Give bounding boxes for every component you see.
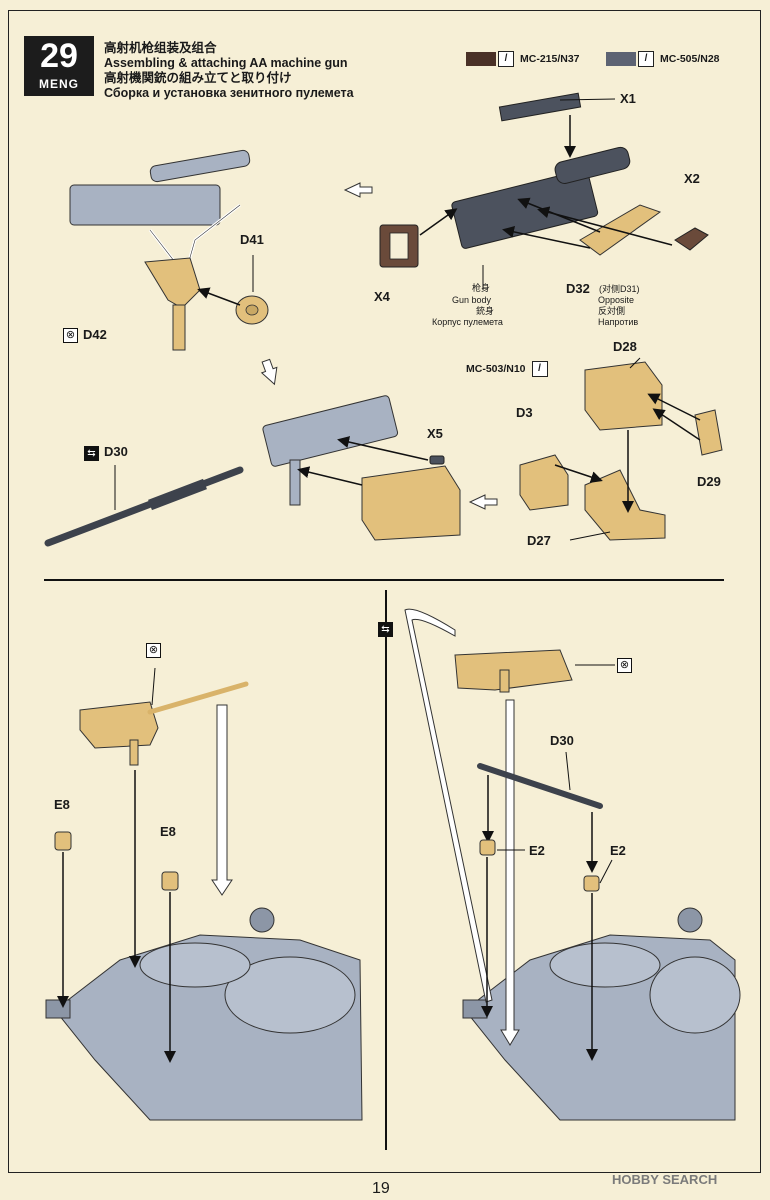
part-d30-right bbox=[477, 763, 603, 809]
turret-right bbox=[462, 907, 741, 1121]
gun-body-en: Gun body bbox=[452, 295, 492, 305]
tan-gun-left bbox=[79, 681, 249, 766]
label-e8-b: E8 bbox=[160, 824, 176, 839]
gun-body-jp: 銃身 bbox=[476, 306, 495, 316]
brand-logo: MENG bbox=[39, 77, 79, 91]
paint-code: MC-503/N10 bbox=[466, 363, 526, 375]
part-x2 bbox=[674, 227, 709, 251]
part-e2-b bbox=[583, 875, 600, 892]
no-glue-icon: ⊗ bbox=[63, 328, 78, 343]
label-d32: D32 bbox=[566, 281, 590, 296]
title-ru: Сборка и установка зенитного пулемета bbox=[104, 86, 354, 100]
part-d42 bbox=[144, 257, 201, 351]
opposite-jp: 反対側 bbox=[598, 306, 626, 316]
title-cn: 高射机枪组装及组合 bbox=[104, 41, 217, 55]
label-e2-b: E2 bbox=[610, 843, 626, 858]
part-d32 bbox=[579, 204, 662, 256]
label-e2-a: E2 bbox=[529, 843, 545, 858]
step-title: 高射机枪组装及组合 Assembling & attaching AA mach… bbox=[104, 41, 354, 101]
part-d27 bbox=[584, 469, 666, 541]
label-x1: X1 bbox=[620, 91, 636, 106]
turret-left bbox=[45, 907, 363, 1121]
paint-callout-brown: / MC-215/N37 bbox=[466, 51, 580, 67]
swap-icon: ⇆ bbox=[378, 622, 393, 637]
section-divider-horizontal bbox=[44, 579, 724, 581]
swap-icon: ⇆ bbox=[84, 446, 99, 461]
label-d42: D42 bbox=[83, 327, 107, 342]
part-e8-a bbox=[54, 831, 72, 851]
label-d30-right: D30 bbox=[550, 733, 574, 748]
brush-icon: / bbox=[531, 361, 548, 377]
watermark: HOBBY SEARCH bbox=[612, 1172, 718, 1187]
label-d27: D27 bbox=[527, 533, 551, 548]
page-number: 19 bbox=[372, 1180, 390, 1197]
step-number: 29 bbox=[40, 37, 78, 75]
page-frame bbox=[8, 10, 761, 1173]
gun-body-cn: 枪身 bbox=[472, 283, 491, 293]
label-x2: X2 bbox=[684, 171, 700, 186]
part-d29 bbox=[694, 409, 723, 456]
gun-body-ru: Корпус пулемета bbox=[432, 317, 503, 327]
section-divider-vertical bbox=[385, 590, 387, 1150]
part-d41 bbox=[235, 295, 269, 325]
paint-callout-gray: / MC-505/N28 bbox=[606, 51, 720, 67]
brush-icon: / bbox=[498, 51, 514, 67]
label-d32-note: (对侧D31) bbox=[599, 284, 640, 294]
part-x4 bbox=[379, 224, 419, 268]
brush-icon: / bbox=[638, 51, 654, 67]
label-d3: D3 bbox=[516, 405, 533, 420]
part-e8-b bbox=[161, 871, 179, 891]
part-x5 bbox=[429, 455, 445, 465]
label-d29: D29 bbox=[697, 474, 721, 489]
label-x5: X5 bbox=[427, 426, 443, 441]
ammo-box-assembly bbox=[361, 465, 461, 541]
no-glue-icon: ⊗ bbox=[617, 658, 632, 673]
paint-callout-tan: MC-503/N10 / bbox=[466, 361, 554, 377]
label-d41: D41 bbox=[240, 232, 264, 247]
opposite-ru: Напротив bbox=[598, 317, 639, 327]
gun-with-barrel bbox=[262, 395, 399, 506]
step-badge: 29 MENG bbox=[24, 36, 94, 96]
part-x1 bbox=[498, 92, 582, 122]
tan-receiver-right bbox=[454, 649, 573, 693]
no-glue-icon: ⊗ bbox=[146, 643, 161, 658]
part-d28 bbox=[584, 361, 663, 431]
part-d30 bbox=[44, 466, 244, 547]
paint-code: MC-505/N28 bbox=[660, 53, 720, 65]
assembled-gun-gray bbox=[69, 149, 251, 279]
part-gun-body bbox=[451, 146, 631, 249]
title-en: Assembling & attaching AA machine gun bbox=[104, 56, 348, 70]
label-d30: D30 bbox=[104, 444, 128, 459]
paint-swatch bbox=[606, 52, 636, 66]
label-x4: X4 bbox=[374, 289, 390, 304]
paint-swatch bbox=[466, 52, 496, 66]
label-d28: D28 bbox=[613, 339, 637, 354]
paint-code: MC-215/N37 bbox=[520, 53, 580, 65]
part-e2-a bbox=[479, 839, 496, 856]
part-d3 bbox=[519, 454, 569, 511]
title-jp: 高射機関銃の組み立てと取り付け bbox=[104, 71, 292, 85]
opposite-en: Opposite bbox=[598, 295, 635, 305]
label-e8-a: E8 bbox=[54, 797, 70, 812]
